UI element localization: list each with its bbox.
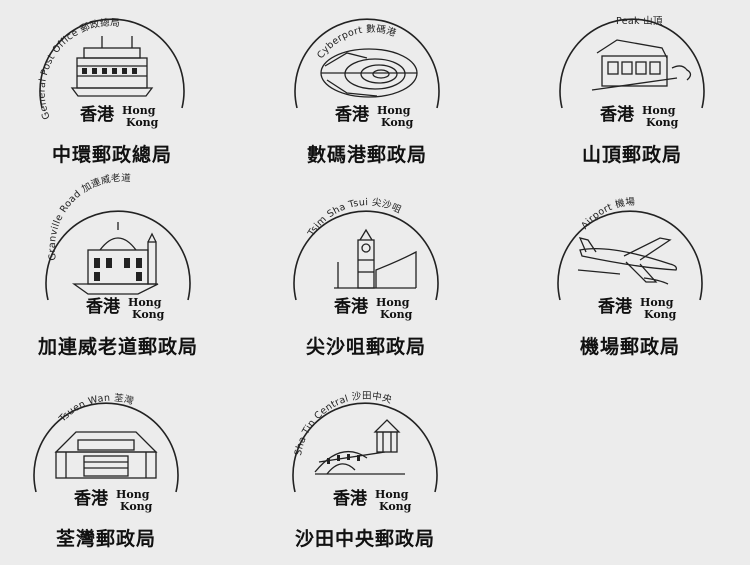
hk-english-mark-2: Kong — [120, 500, 153, 513]
walled-house-icon — [54, 431, 158, 479]
stamp-tsim-sha-tsui: Tsim Sha Tsui 尖沙咀 香港 Hong Kong 尖沙咀郵政局 — [246, 196, 486, 359]
postmark-ring — [293, 210, 439, 301]
hk-chinese-mark: 香港 — [333, 488, 368, 509]
hk-english-mark-1: Hong — [376, 296, 410, 309]
hk-chinese-mark: 香港 — [74, 488, 109, 509]
postmark-ring — [559, 18, 705, 109]
stamp-caption: 尖沙咀郵政局 — [305, 336, 426, 358]
stamp-airport: Airport 機場 香港 Hong Kong 機場郵政局 — [510, 195, 750, 359]
hk-english-mark-2: Kong — [381, 116, 414, 129]
hk-english-mark-1: Hong — [128, 296, 162, 309]
postmark-arc-text: Sha Tin Central 沙田中央 — [293, 390, 394, 457]
postmark-ring — [294, 18, 440, 109]
hk-chinese-mark: 香港 — [598, 296, 633, 317]
stamp-sha-tin-central: Sha Tin Central 沙田中央 香港 Hong Kong 沙田中央郵政… — [245, 390, 485, 551]
postmark: General Post Office 郵政總局 香港 Hong Kong — [37, 17, 185, 129]
bridge-pavilion-icon — [314, 419, 405, 475]
stamp-peak: Peak 山頂 香港 Hong Kong 山頂郵政局 — [512, 8, 750, 167]
hk-english-mark-1: Hong — [640, 296, 674, 309]
postmark: Peak 山頂 香港 Hong Kong — [559, 16, 705, 129]
cyberport-building-icon — [320, 48, 418, 98]
hk-chinese-mark: 香港 — [335, 104, 370, 125]
hk-chinese-mark: 香港 — [600, 104, 635, 125]
stamp-cyberport: Cyberport 數碼港 香港 Hong Kong 數碼港郵政局 — [247, 8, 487, 167]
stamp-caption: 中環郵政總局 — [51, 144, 172, 166]
hk-english-mark-2: Kong — [646, 116, 679, 129]
stamp-tsuen-wan: Tsuen Wan 荃灣 香港 Hong Kong 荃灣郵政局 — [0, 392, 226, 551]
stamp-caption: 數碼港郵政局 — [306, 144, 427, 166]
hk-english-mark-1: Hong — [122, 104, 156, 117]
stamp-caption: 加連威老道郵政局 — [37, 336, 198, 358]
hk-english-mark-2: Kong — [379, 500, 412, 513]
stamp-granville-road: Granville Road 加連威老道 香港 Hong Kong 加連威老道郵… — [0, 172, 238, 359]
stamp-caption: 機場郵政局 — [579, 336, 680, 358]
postmark-ring — [292, 402, 438, 493]
ferry-building-icon — [70, 36, 154, 97]
postmark-ring — [33, 402, 179, 493]
postmark: Airport 機場 香港 Hong Kong — [557, 195, 703, 321]
hk-english-mark-2: Kong — [644, 308, 677, 321]
hk-english-mark-1: Hong — [642, 104, 676, 117]
hk-english-mark-1: Hong — [116, 488, 150, 501]
postmark-arc-text: Tsim Sha Tsui 尖沙咀 — [305, 196, 403, 239]
airplane-icon — [577, 237, 678, 285]
stamp-caption: 荃灣郵政局 — [55, 528, 156, 550]
hk-english-mark-1: Hong — [377, 104, 411, 117]
postmark-arc-text: Tsuen Wan 荃灣 — [57, 392, 136, 425]
stamp-general-post-office: General Post Office 郵政總局 香港 Hong Kong 中環… — [0, 8, 232, 167]
stamp-caption: 沙田中央郵政局 — [294, 528, 435, 550]
hk-chinese-mark: 香港 — [334, 296, 369, 317]
postmark: Tsim Sha Tsui 尖沙咀 香港 Hong Kong — [293, 196, 439, 321]
postmark-ring — [39, 18, 185, 109]
postmark-ring — [557, 210, 703, 301]
postmark-arc-text: Airport 機場 — [579, 195, 636, 231]
postmark-arc-text: Peak 山頂 — [616, 16, 663, 27]
hk-english-mark-1: Hong — [375, 488, 409, 501]
postmark-ring — [45, 210, 191, 301]
hk-chinese-mark: 香港 — [86, 296, 121, 317]
clock-tower-icon — [334, 228, 417, 289]
peak-tram-icon — [591, 39, 692, 91]
postmark: Cyberport 數碼港 香港 Hong Kong — [294, 18, 440, 129]
stamp-caption: 山頂郵政局 — [581, 144, 682, 166]
hk-english-mark-2: Kong — [132, 308, 165, 321]
hk-english-mark-2: Kong — [126, 116, 159, 129]
hk-chinese-mark: 香港 — [80, 104, 115, 125]
postmark: Sha Tin Central 沙田中央 香港 Hong Kong — [292, 390, 438, 513]
postmark: Granville Road 加連威老道 香港 Hong Kong — [45, 172, 191, 321]
postmark: Tsuen Wan 荃灣 香港 Hong Kong — [33, 392, 179, 513]
mosque-icon — [71, 222, 159, 295]
hk-english-mark-2: Kong — [380, 308, 413, 321]
